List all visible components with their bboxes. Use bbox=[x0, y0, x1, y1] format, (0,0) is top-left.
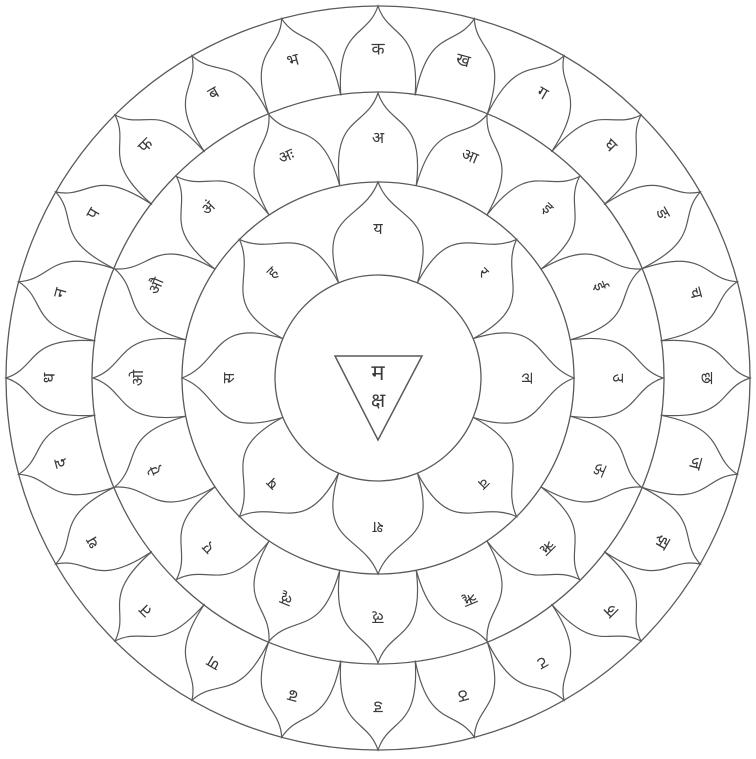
inner-petal-letter: स bbox=[219, 371, 238, 383]
middle-petal-letter: ई bbox=[590, 279, 611, 295]
middle-petal-letter: अं bbox=[197, 196, 220, 219]
outer-petal-letter: ध bbox=[40, 372, 60, 383]
outer-petal bbox=[56, 487, 152, 570]
middle-petal-letter: ए bbox=[197, 537, 218, 558]
inner-petal-letter: य bbox=[373, 219, 383, 238]
outer-petal-letter: ब bbox=[204, 82, 223, 104]
outer-petal bbox=[261, 641, 341, 737]
outer-petal-letter: ख bbox=[454, 49, 474, 72]
middle-petal-letter: ऌ bbox=[372, 609, 384, 628]
outer-petal-letter: ट bbox=[533, 652, 551, 674]
outer-petal-letter: छ bbox=[697, 372, 717, 385]
middle-petal bbox=[177, 487, 270, 580]
outer-petal bbox=[641, 261, 737, 341]
outer-petal-letter: भ bbox=[285, 49, 303, 72]
outer-petal-letter: ग bbox=[533, 82, 552, 104]
outer-petal-letter: ञ bbox=[599, 599, 622, 622]
outer-petal-letter: प bbox=[82, 204, 104, 223]
middle-petal-letter: ऊ bbox=[589, 461, 612, 480]
inner-petal-letter: व bbox=[473, 474, 494, 495]
outer-petal-letter: न bbox=[50, 285, 72, 300]
middle-petal bbox=[487, 487, 580, 580]
outer-petal-letter: क bbox=[371, 40, 385, 60]
outer-petal bbox=[185, 604, 268, 700]
outer-petal bbox=[56, 185, 152, 268]
outer-petal-letter: च bbox=[684, 285, 706, 302]
middle-petal-letter: इ bbox=[539, 198, 559, 218]
outer-petal-letter: ठ bbox=[455, 684, 471, 706]
outer-petal-letter: फ bbox=[134, 133, 158, 157]
inner-petal-letter: श bbox=[371, 518, 383, 537]
outer-petal bbox=[19, 415, 115, 495]
middle-petal-letter: ॡ bbox=[276, 589, 294, 611]
outer-petal-letter: ढ bbox=[285, 684, 300, 706]
outer-petal bbox=[415, 641, 495, 737]
outer-petal-letter: द bbox=[50, 455, 72, 470]
center-top-letter: म bbox=[371, 361, 385, 386]
middle-petal-letter: ऐ bbox=[145, 461, 166, 478]
inner-petal-letter: ल bbox=[518, 373, 537, 385]
outer-petal-letter: झ bbox=[650, 532, 674, 554]
inner-petal-letter: ह bbox=[263, 262, 283, 282]
inner-petal-letter: ष bbox=[262, 473, 283, 494]
middle-petal-letter: ऋ bbox=[536, 537, 559, 560]
middle-petal-letter: ओ bbox=[128, 369, 147, 386]
outer-petal-letter: ण bbox=[203, 650, 224, 674]
outer-petal bbox=[185, 56, 268, 152]
outer-petal-letter: त bbox=[135, 600, 156, 621]
outer-petal bbox=[19, 261, 115, 341]
middle-petal bbox=[177, 177, 270, 270]
middle-petal-letter: औ bbox=[144, 274, 168, 297]
middle-petal-letter: ॠ bbox=[460, 589, 480, 612]
outer-petal-letter: थ bbox=[82, 532, 105, 552]
outer-petal bbox=[604, 185, 700, 268]
middle-petal-letter: आ bbox=[459, 144, 482, 168]
outer-petal bbox=[261, 19, 341, 115]
outer-petal bbox=[487, 56, 570, 152]
outer-petal-letter: ज bbox=[684, 454, 707, 472]
outer-petal-letter: ङ bbox=[651, 203, 675, 224]
outer-petal bbox=[487, 604, 570, 700]
center-bottom-letter: क्ष bbox=[371, 388, 386, 412]
inner-petal-letter: र bbox=[475, 263, 493, 281]
center-circle-group: म क्ष bbox=[275, 275, 481, 481]
middle-petal bbox=[487, 177, 580, 270]
outer-petal-letter: ड bbox=[373, 697, 384, 717]
middle-petal-letter: अः bbox=[275, 144, 297, 168]
middle-petal-letter: उ bbox=[609, 374, 628, 384]
outer-petal bbox=[604, 487, 700, 570]
middle-petal-letter: अ bbox=[372, 128, 385, 147]
outer-petal-letter: घ bbox=[600, 135, 622, 157]
